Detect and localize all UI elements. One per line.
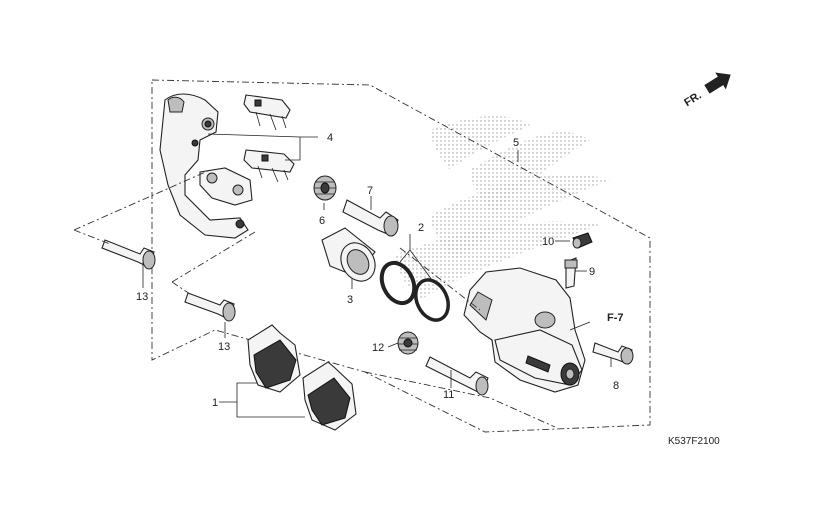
callout-5: 5 [513, 137, 519, 149]
bracket-bolt-13-upper [101, 239, 156, 270]
reference-label: F-7 [607, 312, 624, 324]
caliper-bolt-8 [592, 342, 634, 365]
slide-pin-11 [425, 356, 489, 396]
bleed-cap-10 [572, 232, 593, 249]
callout-12: 12 [372, 342, 384, 354]
diagram-code: K537F2100 [668, 436, 720, 447]
slide-pin-boot-6 [313, 175, 337, 201]
callout-13-upper: 13 [136, 291, 148, 303]
piston-3 [321, 227, 376, 282]
caliper-body [463, 267, 586, 393]
callout-7: 7 [367, 185, 373, 197]
assembly-boundary-5 [151, 79, 651, 433]
callout-6: 6 [319, 215, 325, 227]
caliper-bracket [159, 93, 253, 239]
callout-10: 10 [542, 236, 554, 248]
piston-seal-2 [379, 260, 450, 322]
callout-8: 8 [613, 380, 619, 392]
callout-9: 9 [589, 266, 595, 278]
callout-4: 4 [327, 132, 333, 144]
slide-pin-7 [342, 199, 399, 237]
leader-lines [73, 133, 612, 428]
callout-1: 1 [212, 397, 218, 409]
callout-3: 3 [347, 294, 353, 306]
front-direction-arrow: FR. [682, 72, 731, 110]
slide-pin-boot-12 [397, 331, 419, 355]
bracket-bolt-13-lower [184, 292, 236, 322]
pad-spring-upper [243, 94, 291, 131]
brake-pad-set-1 [247, 324, 357, 431]
callout-2: 2 [418, 222, 424, 234]
callout-13-lower: 13 [218, 341, 230, 353]
callout-11: 11 [443, 389, 454, 401]
bleeder-screw-9 [564, 257, 578, 289]
wing-watermark [395, 115, 610, 300]
pad-spring-lower [243, 149, 295, 183]
direction-label: FR. [682, 90, 703, 110]
